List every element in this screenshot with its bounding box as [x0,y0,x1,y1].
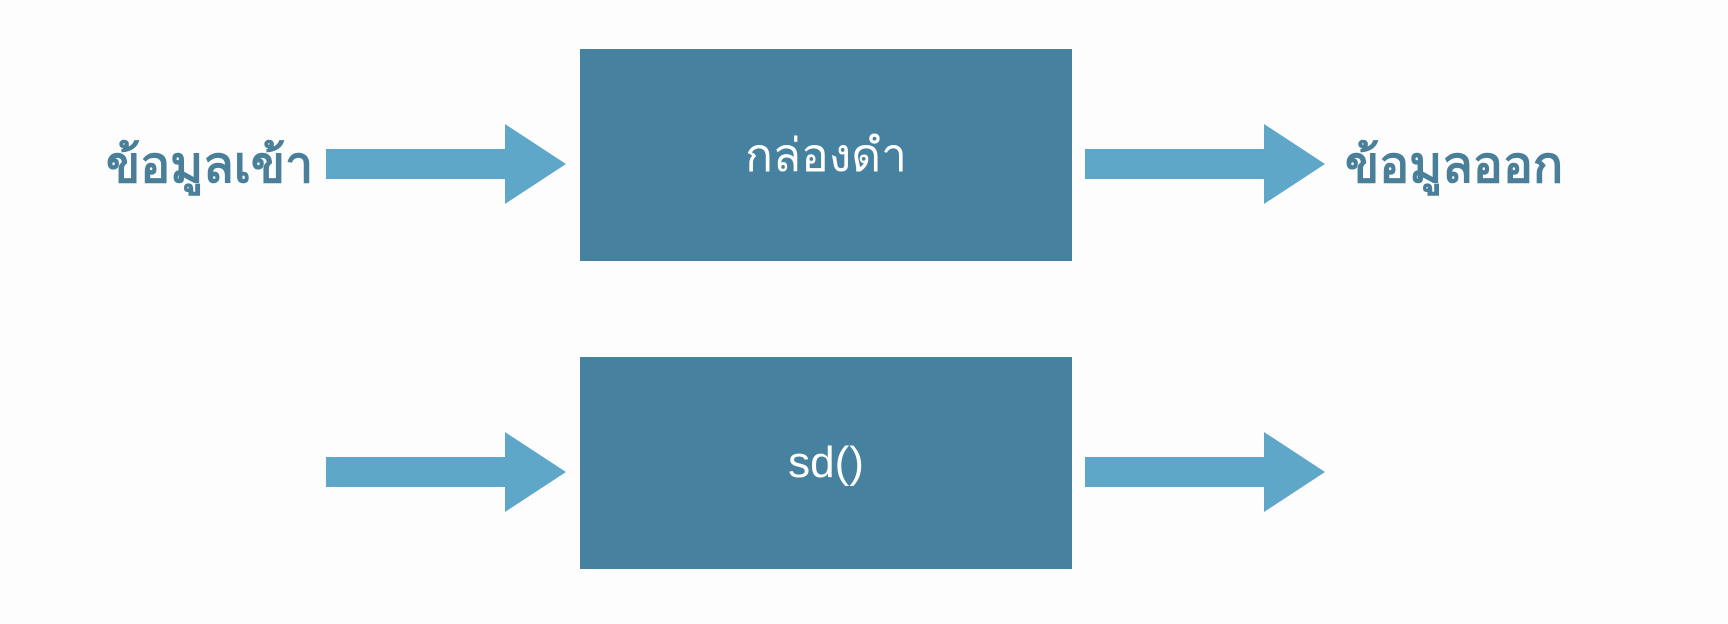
output-label: ข้อมูลออก [1345,135,1564,194]
input-arrow-bottom [326,432,566,512]
sd-function-box: sd() [580,357,1072,569]
output-arrow-bottom [1085,432,1325,512]
output-arrow-top [1085,124,1325,204]
black-box: กล่องดำ [580,49,1072,261]
sd-function-label: sd() [788,438,864,487]
black-box-label: กล่องดำ [745,128,907,182]
input-label: ข้อมูลเข้า [106,135,314,194]
input-arrow-top [326,124,566,204]
